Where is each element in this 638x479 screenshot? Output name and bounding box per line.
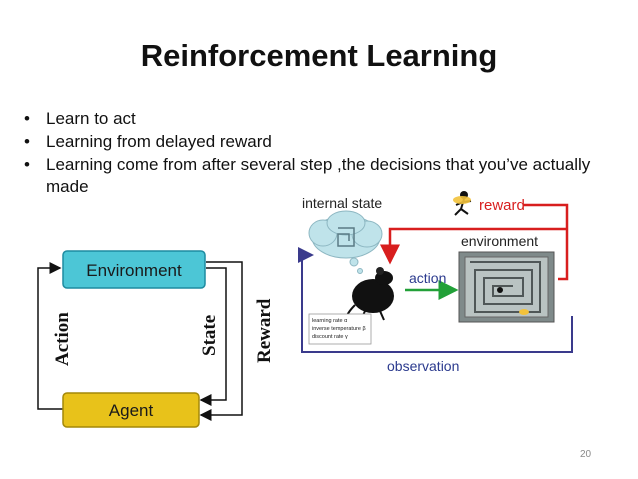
state-arrow bbox=[199, 267, 227, 406]
action-label: action bbox=[409, 270, 446, 286]
bullet-item: •Learning come from after several step ,… bbox=[24, 155, 591, 196]
bullet-list: •Learn to act •Learning from delayed rew… bbox=[22, 108, 622, 199]
bullet-icon: • bbox=[24, 155, 30, 174]
observation-arrow bbox=[298, 247, 573, 353]
state-label: State bbox=[199, 315, 220, 356]
reward-arrow bbox=[199, 261, 243, 421]
action-arrow bbox=[37, 262, 63, 410]
param-inverse-temperature: inverse temperature β bbox=[312, 326, 366, 332]
internal-state-label: internal state bbox=[302, 195, 382, 211]
slide-title: Reinforcement Learning bbox=[140, 38, 498, 73]
internal-state-cloud-icon bbox=[308, 210, 383, 274]
bullet-item: •Learning from delayed reward bbox=[24, 132, 272, 151]
action-label: Action bbox=[52, 312, 73, 366]
reward-label: reward bbox=[479, 197, 525, 214]
reward-label: Reward bbox=[254, 298, 275, 363]
agent-box bbox=[62, 392, 200, 428]
environment-box bbox=[62, 250, 206, 289]
bullet-item: •Learn to act bbox=[24, 109, 136, 128]
reward-line-to-agent bbox=[380, 227, 567, 265]
reward-line-right bbox=[523, 203, 569, 281]
running-figure-icon bbox=[453, 191, 472, 216]
maze-environment-icon bbox=[458, 251, 555, 323]
observation-label: observation bbox=[387, 358, 459, 374]
params-box bbox=[308, 313, 372, 345]
environment-label: Environment bbox=[86, 261, 182, 280]
page-number: 20 bbox=[580, 449, 592, 460]
environment-label: environment bbox=[461, 233, 538, 249]
bullet-icon: • bbox=[24, 109, 30, 128]
agent-label: Agent bbox=[109, 401, 154, 420]
param-discount-rate: discount rate γ bbox=[312, 334, 348, 340]
param-learning-rate: learning rate α bbox=[312, 318, 348, 324]
bullet-icon: • bbox=[24, 132, 30, 151]
